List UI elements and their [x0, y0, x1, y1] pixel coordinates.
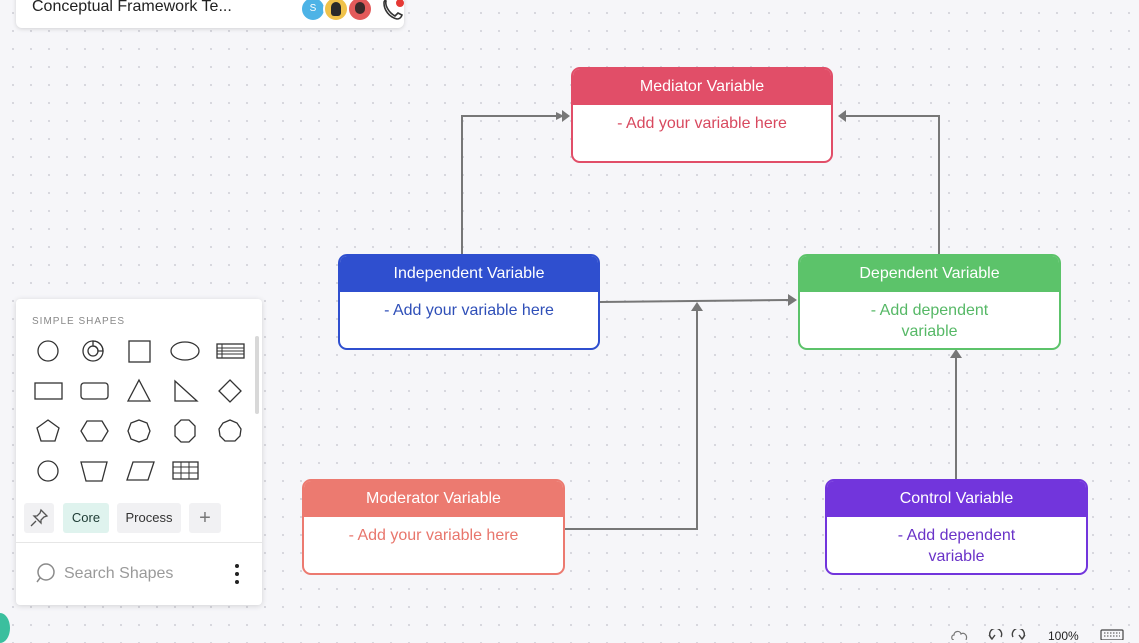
- dependent-variable-node[interactable]: Dependent Variable - Add dependent varia…: [798, 254, 1061, 350]
- heptagon-shape-icon[interactable]: [123, 415, 159, 447]
- arrowhead: [788, 294, 797, 306]
- rounded-rectangle-shape-icon[interactable]: [77, 375, 113, 407]
- collaborator-avatar[interactable]: [347, 0, 373, 22]
- node-body[interactable]: - Add your variable here: [348, 527, 519, 544]
- document-title-card: Conceptual Framework Te... S: [16, 0, 404, 28]
- trapezoid-shape-icon[interactable]: [77, 455, 113, 487]
- node-title: Control Variable: [827, 481, 1086, 517]
- node-title: Independent Variable: [340, 256, 598, 292]
- triangle-shape-icon[interactable]: [123, 375, 159, 407]
- bottom-toolbar: 100%: [946, 626, 1139, 643]
- add-library-button[interactable]: +: [189, 503, 221, 533]
- panel-heading: SIMPLE SHAPES: [32, 316, 126, 327]
- diamond-shape-icon[interactable]: [213, 375, 249, 407]
- node-title: Dependent Variable: [800, 256, 1059, 292]
- search-shapes-input[interactable]: [62, 561, 226, 587]
- node-body[interactable]: - Add your variable here: [384, 302, 554, 319]
- keyboard-icon[interactable]: [1100, 629, 1124, 640]
- nonagon-shape-icon[interactable]: [213, 415, 249, 447]
- cloud-sync-icon: [951, 630, 968, 640]
- hexagon-shape-icon[interactable]: [77, 415, 113, 447]
- pentagon-shape-icon[interactable]: [32, 415, 68, 447]
- panel-scrollbar[interactable]: [255, 336, 259, 414]
- arrowhead: [838, 110, 846, 122]
- edge-dependent-to-mediator: [846, 115, 940, 254]
- document-title[interactable]: Conceptual Framework Te...: [32, 0, 232, 15]
- arc-shape-icon[interactable]: [77, 335, 113, 367]
- shapes-panel: SIMPLE SHAPES: [16, 299, 262, 605]
- independent-variable-node[interactable]: Independent Variable - Add your variable…: [338, 254, 600, 350]
- moderator-variable-node[interactable]: Moderator Variable - Add your variable h…: [302, 479, 565, 575]
- rectangle-shape-icon[interactable]: [32, 375, 68, 407]
- tab-core[interactable]: Core: [63, 503, 109, 533]
- mediator-variable-node[interactable]: Mediator Variable - Add your variable he…: [571, 67, 833, 163]
- arrowhead: [950, 349, 962, 358]
- circle-small-shape-icon[interactable]: [32, 455, 68, 487]
- pin-icon: [30, 508, 49, 527]
- parallelogram-shape-icon[interactable]: [123, 455, 159, 487]
- redo-icon[interactable]: [1010, 629, 1026, 640]
- arrowhead: [562, 110, 570, 122]
- divider: [16, 542, 262, 543]
- octagon-shape-icon[interactable]: [168, 415, 204, 447]
- grid-table-shape-icon[interactable]: [168, 455, 204, 487]
- edge-moderator-to-relationship: [565, 311, 698, 530]
- square-shape-icon[interactable]: [123, 335, 159, 367]
- node-body[interactable]: - Add your variable here: [617, 115, 787, 132]
- node-body[interactable]: - Add dependent variable: [897, 527, 1016, 565]
- help-button[interactable]: [0, 613, 10, 643]
- more-options-icon[interactable]: [232, 563, 242, 585]
- undo-icon[interactable]: [988, 629, 1004, 640]
- control-variable-node[interactable]: Control Variable - Add dependent variabl…: [825, 479, 1088, 575]
- pin-tab[interactable]: [24, 503, 54, 533]
- right-triangle-shape-icon[interactable]: [168, 375, 204, 407]
- phone-icon[interactable]: [380, 0, 406, 22]
- tab-process[interactable]: Process: [117, 503, 181, 533]
- node-body[interactable]: - Add dependent variable: [870, 302, 989, 340]
- table-lines-shape-icon[interactable]: [213, 335, 249, 367]
- node-title: Mediator Variable: [573, 69, 831, 105]
- ellipse-shape-icon[interactable]: [168, 335, 204, 367]
- search-icon: [36, 563, 55, 583]
- arrowhead: [691, 302, 703, 311]
- circle-shape-icon[interactable]: [32, 335, 68, 367]
- edge-independent-to-dependent: [599, 299, 789, 303]
- node-title: Moderator Variable: [304, 481, 563, 517]
- zoom-level[interactable]: 100%: [1048, 629, 1079, 643]
- edge-independent-to-mediator: [461, 112, 564, 254]
